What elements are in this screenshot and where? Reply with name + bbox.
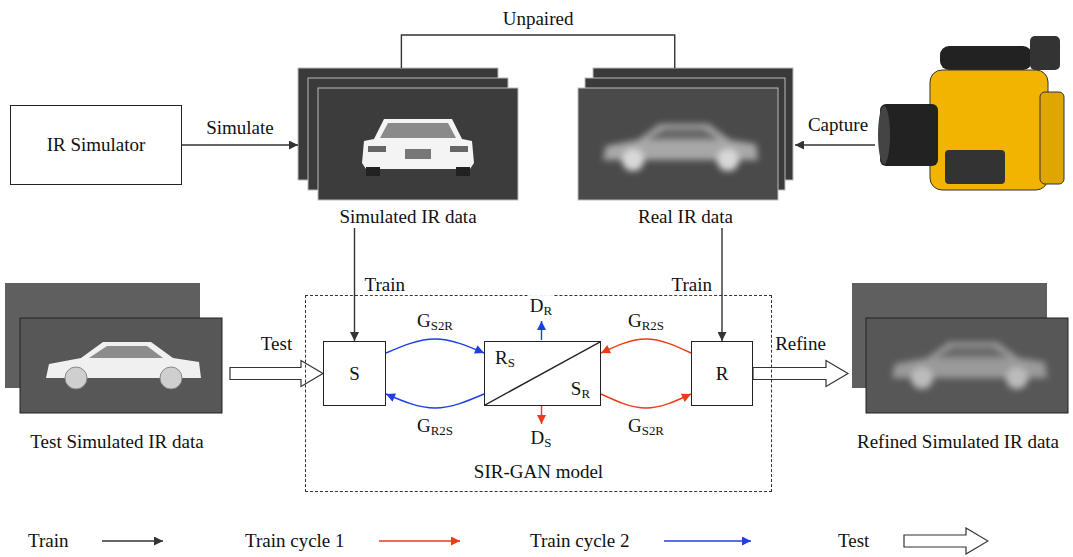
legend-entry: Train cycle 1 bbox=[245, 527, 461, 555]
image-card bbox=[866, 318, 1068, 413]
edge-label: GR2S bbox=[626, 310, 666, 332]
image-caption: Simulated IR data bbox=[339, 206, 476, 228]
symbol-letter: G bbox=[417, 310, 431, 331]
symbol-subscript: S bbox=[544, 435, 551, 450]
symbol-subscript: S bbox=[508, 355, 515, 370]
thermal-camera bbox=[878, 36, 1064, 190]
flow-arrow bbox=[386, 339, 484, 353]
symbol-subscript: R2S bbox=[642, 318, 664, 333]
divider-line bbox=[485, 342, 600, 405]
arrow-sample bbox=[102, 540, 163, 542]
camera-body bbox=[930, 70, 1048, 190]
test-arrow bbox=[230, 361, 323, 387]
arrow-sample bbox=[664, 540, 751, 542]
symbol-letter: D bbox=[530, 295, 544, 316]
legend-label: Test bbox=[838, 530, 869, 552]
domain-box: R bbox=[691, 341, 753, 406]
flow-arrow bbox=[182, 144, 298, 145]
bracket-line bbox=[401, 35, 674, 68]
legend-label: Train bbox=[28, 530, 68, 552]
discriminator-label: DR bbox=[528, 295, 554, 317]
legend-entry: Train bbox=[28, 527, 164, 555]
symbol-letter: G bbox=[628, 310, 642, 331]
domain-symbol: R bbox=[716, 363, 729, 385]
domain-symbol: S bbox=[349, 363, 360, 385]
legend-entry: Test bbox=[838, 527, 989, 555]
edge-label: Test bbox=[259, 333, 294, 355]
arrow-label: Capture bbox=[806, 114, 870, 136]
symbol-subscript: R bbox=[544, 303, 553, 318]
flow-arrow bbox=[601, 394, 691, 408]
symbol-letter: G bbox=[628, 415, 642, 436]
real-image-stack bbox=[578, 68, 793, 200]
symbol-subscript: R bbox=[581, 386, 590, 401]
image-card bbox=[20, 318, 222, 413]
legend-entry: Train cycle 2 bbox=[530, 527, 752, 555]
discriminator-arrow bbox=[541, 405, 542, 424]
legend-sample bbox=[102, 527, 164, 555]
car-front-view bbox=[362, 119, 474, 176]
box-label: IR Simulator bbox=[47, 134, 146, 156]
image-card bbox=[318, 88, 518, 200]
legend-sample bbox=[903, 527, 989, 555]
blurred-car bbox=[603, 124, 758, 171]
discriminator-arrow bbox=[541, 321, 542, 340]
legend-sample bbox=[664, 527, 752, 555]
image-caption: Real IR data bbox=[638, 206, 733, 228]
hollow-arrow-sample bbox=[904, 528, 988, 554]
flow-arrow bbox=[721, 228, 722, 341]
image-caption: Refined Simulated IR data bbox=[857, 431, 1059, 453]
edge-label: GS2R bbox=[415, 310, 455, 332]
symbol-letter: G bbox=[417, 415, 431, 436]
symbol-letter: R bbox=[495, 347, 508, 368]
image-panel: Refined Simulated IR data bbox=[848, 283, 1068, 453]
domain-symbol: SR bbox=[571, 378, 590, 400]
domain-box: S bbox=[323, 341, 386, 406]
edge-label: Train bbox=[363, 274, 407, 296]
process-box: IR Simulator bbox=[10, 105, 182, 185]
symbol-subscript: S2R bbox=[642, 423, 664, 438]
camera-eyepiece bbox=[1030, 36, 1060, 70]
refined-image bbox=[852, 283, 1068, 413]
camera-handle bbox=[940, 46, 1032, 70]
camera-lens-front bbox=[878, 106, 890, 164]
edge-label: GR2S bbox=[415, 415, 455, 437]
symbol-subscript: S2R bbox=[431, 318, 453, 333]
legend-sample bbox=[379, 527, 461, 555]
symbol-letter: D bbox=[531, 427, 545, 448]
capture-arrow bbox=[795, 144, 875, 145]
blurred-car bbox=[892, 342, 1047, 389]
image-panel: Test Simulated IR data bbox=[4, 283, 230, 453]
edge-label: Unpaired bbox=[501, 8, 576, 30]
camera-grip bbox=[945, 150, 1005, 184]
flow-arrow bbox=[601, 339, 691, 353]
flow-arrow bbox=[354, 228, 355, 341]
arrow-sample bbox=[379, 540, 460, 542]
split-box: RSSR bbox=[484, 341, 601, 406]
camera-side-panel bbox=[1040, 92, 1064, 184]
test-image bbox=[5, 283, 222, 413]
edge-label: Simulate bbox=[204, 117, 276, 139]
image-stack: Simulated IR data bbox=[298, 68, 518, 228]
legend-label: Train cycle 2 bbox=[530, 530, 630, 552]
discriminator-label: DS bbox=[529, 427, 554, 449]
legend-label: Train cycle 1 bbox=[245, 530, 345, 552]
image-card bbox=[578, 88, 778, 200]
image-stack: Real IR data bbox=[578, 68, 793, 228]
symbol-subscript: R2S bbox=[431, 423, 453, 438]
symbol-letter: S bbox=[571, 378, 582, 399]
group-title: SIR-GAN model bbox=[474, 461, 603, 483]
flow-arrow bbox=[386, 394, 484, 408]
edge-label: Refine bbox=[773, 333, 828, 355]
domain-symbol: RS bbox=[495, 347, 515, 369]
car-side-view bbox=[46, 342, 201, 389]
image-caption: Test Simulated IR data bbox=[30, 431, 203, 453]
simulated-image-stack bbox=[298, 68, 518, 200]
model-group: SIR-GAN modelSRSSRR bbox=[305, 295, 772, 492]
test-arrow bbox=[753, 361, 848, 387]
edge-label: GS2R bbox=[626, 415, 666, 437]
edge-label: Train bbox=[670, 274, 714, 296]
